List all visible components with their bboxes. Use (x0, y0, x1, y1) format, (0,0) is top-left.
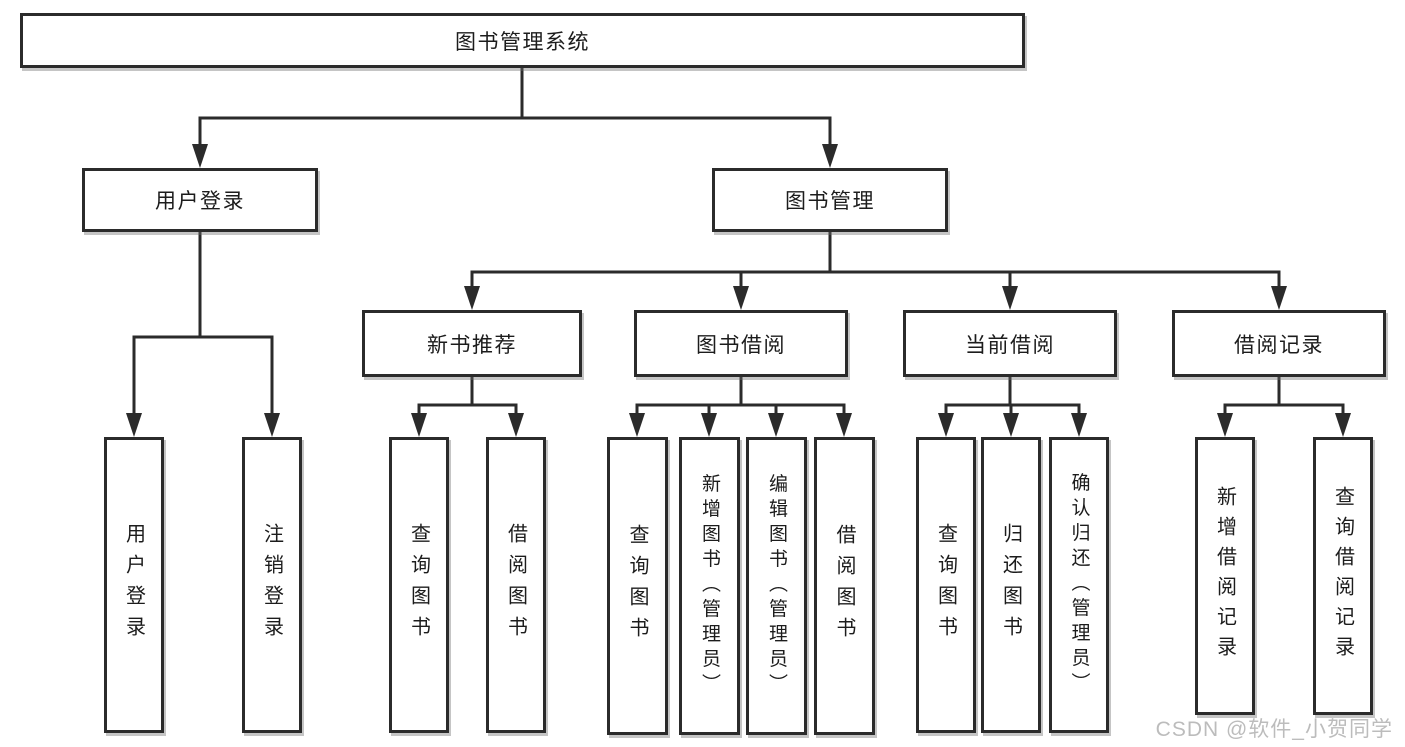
node-leaf-query-book-2: 查询图书 (607, 437, 668, 735)
node-leaf-return-book: 归还图书 (981, 437, 1041, 733)
node-leaf-query-borrow-record: 查询借阅记录 (1313, 437, 1373, 715)
node-user-login-branch: 用户登录 (82, 168, 318, 232)
node-leaf-borrow-book-2: 借阅图书 (814, 437, 875, 735)
node-root-system: 图书管理系统 (20, 13, 1025, 68)
node-leaf-edit-book-admin: 编辑图书（管理员） (746, 437, 807, 735)
node-borrow-records: 借阅记录 (1172, 310, 1386, 377)
node-leaf-add-book-admin: 新增图书（管理员） (679, 437, 740, 735)
node-leaf-query-book-3: 查询图书 (916, 437, 976, 733)
node-leaf-query-book-1: 查询图书 (389, 437, 449, 733)
node-new-book-recommend: 新书推荐 (362, 310, 582, 377)
node-leaf-logout: 注销登录 (242, 437, 302, 733)
node-book-management-branch: 图书管理 (712, 168, 948, 232)
node-book-borrow: 图书借阅 (634, 310, 848, 377)
connector-root (198, 66, 832, 148)
connector-records (1223, 375, 1345, 417)
connector-current (944, 375, 1081, 417)
node-leaf-user-login: 用户登录 (104, 437, 164, 733)
node-current-borrow: 当前借阅 (903, 310, 1117, 377)
watermark: CSDN @软件_小贺同学 (1155, 718, 1393, 741)
connector-book-mgmt (470, 230, 1281, 290)
connector-borrow (635, 375, 846, 417)
node-leaf-confirm-return-admin: 确认归还（管理员） (1049, 437, 1109, 733)
connector-new-book (417, 375, 518, 417)
node-leaf-add-borrow-record: 新增借阅记录 (1195, 437, 1255, 715)
node-leaf-borrow-book-1: 借阅图书 (486, 437, 546, 733)
connector-user-login (132, 230, 274, 417)
